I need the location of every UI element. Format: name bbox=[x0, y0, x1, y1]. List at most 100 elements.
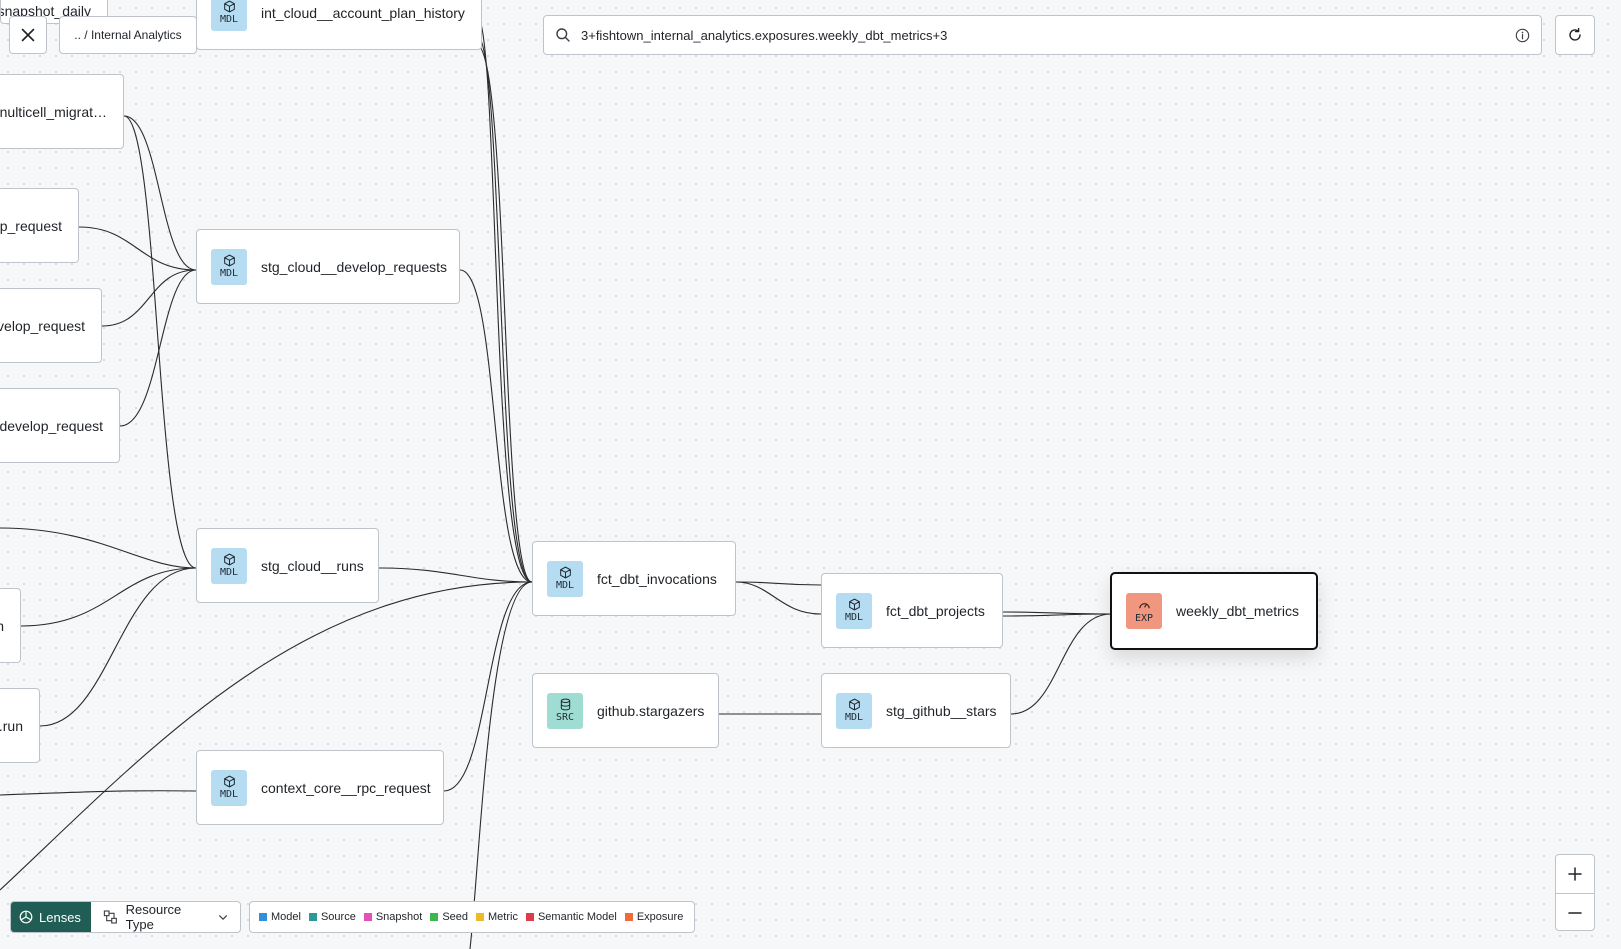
legend-label: Model bbox=[271, 911, 301, 923]
lineage-node-stg-cloud-runs[interactable]: MDL stg_cloud__runs bbox=[196, 528, 379, 603]
edge bbox=[1010, 613, 1112, 715]
node-label: stg_cloud__runs bbox=[261, 557, 364, 574]
edge bbox=[443, 581, 533, 792]
zoom-in-button[interactable] bbox=[1556, 855, 1594, 893]
cube-icon bbox=[223, 254, 235, 267]
edge bbox=[119, 269, 197, 427]
lineage-node-n[interactable]: n bbox=[0, 588, 21, 663]
lenses-label: Lenses bbox=[39, 909, 81, 925]
lineage-node-context-core-rpc-request[interactable]: MDL context_core__rpc_request bbox=[196, 750, 444, 825]
legend-label: Seed bbox=[442, 911, 469, 923]
node-label: op_request bbox=[0, 217, 62, 234]
badge-text: EXP bbox=[1134, 612, 1154, 624]
model-badge: MDL bbox=[211, 248, 247, 285]
node-label: velop_request bbox=[0, 317, 85, 334]
edge bbox=[101, 269, 197, 327]
node-label: fct_dbt_invocations bbox=[597, 570, 717, 587]
node-label: nulticell_migrat… bbox=[0, 103, 107, 120]
model-badge: MDL bbox=[836, 692, 872, 729]
model-badge: MDL bbox=[836, 592, 872, 629]
legend-label: Metric bbox=[488, 911, 518, 923]
cube-icon bbox=[223, 775, 235, 788]
search-icon bbox=[556, 28, 570, 42]
edge bbox=[475, 13, 533, 583]
close-button[interactable] bbox=[9, 16, 47, 54]
lenses-button[interactable]: Lenses bbox=[11, 902, 91, 932]
resource-type-icon bbox=[103, 910, 117, 924]
cube-icon bbox=[848, 698, 860, 711]
lineage-node-velop-request[interactable]: velop_request bbox=[0, 288, 102, 363]
legend-label: Source bbox=[320, 911, 356, 923]
badge-text: SRC bbox=[555, 712, 575, 723]
legend-label: Semantic Model bbox=[537, 911, 617, 923]
node-label: github.stargazers bbox=[597, 702, 705, 719]
badge-text: MDL bbox=[219, 789, 239, 800]
edge bbox=[459, 269, 533, 583]
cube-icon bbox=[848, 598, 860, 611]
edge bbox=[20, 567, 197, 627]
edge bbox=[123, 115, 197, 569]
node-label: int_cloud__account_plan_history bbox=[261, 4, 465, 21]
lineage-node-int-cloud-account-plan-history[interactable]: MDL int_cloud__account_plan_history bbox=[196, 0, 482, 50]
lineage-search-bar[interactable] bbox=[543, 15, 1542, 55]
lineage-node-run[interactable]: .run bbox=[0, 688, 40, 763]
minus-icon bbox=[1568, 912, 1582, 914]
lens-bar: Lenses Resource Type bbox=[10, 901, 241, 933]
exposure-badge: EXP bbox=[1126, 593, 1162, 629]
search-input[interactable] bbox=[581, 27, 1505, 43]
chevron-down-icon bbox=[218, 914, 227, 920]
badge-text: MDL bbox=[219, 567, 239, 578]
lineage-node-fct-dbt-projects[interactable]: MDL fct_dbt_projects bbox=[821, 573, 1003, 648]
lineage-node-stg-cloud-develop-requests[interactable]: MDL stg_cloud__develop_requests bbox=[196, 229, 460, 304]
lineage-node-develop-request[interactable]: .develop_request bbox=[0, 388, 120, 463]
edge bbox=[735, 581, 822, 586]
lineage-node-stg-github-stars[interactable]: MDL stg_github__stars bbox=[821, 673, 1011, 748]
resource-type-select[interactable]: Resource Type bbox=[91, 902, 240, 932]
node-label: .run bbox=[0, 717, 23, 734]
breadcrumb[interactable]: .. / Internal Analytics bbox=[59, 16, 197, 54]
legend-item-seed: Seed bbox=[430, 911, 468, 923]
legend-item-metric: Metric bbox=[476, 911, 518, 923]
model-badge: MDL bbox=[211, 547, 247, 584]
cube-icon bbox=[223, 0, 235, 13]
cube-icon bbox=[559, 566, 571, 579]
database-icon bbox=[560, 698, 570, 711]
refresh-icon bbox=[1569, 27, 1581, 41]
node-label: snapshot_daily bbox=[0, 3, 91, 19]
lineage-node-op-request[interactable]: op_request bbox=[0, 188, 79, 263]
resource-type-label: Resource Type bbox=[125, 902, 182, 932]
refresh-button[interactable] bbox=[1555, 15, 1595, 55]
node-label: stg_cloud__develop_requests bbox=[261, 258, 448, 275]
legend-item-semantic-model: Semantic Model bbox=[525, 911, 617, 923]
edge bbox=[1002, 613, 1112, 617]
legend-swatch bbox=[476, 913, 485, 921]
legend-item-snapshot: Snapshot bbox=[363, 911, 422, 923]
lineage-node-weekly-dbt-metrics[interactable]: EXP weekly_dbt_metrics bbox=[1110, 572, 1318, 650]
lineage-node-github-stargazers[interactable]: SRC github.stargazers bbox=[532, 673, 719, 748]
lineage-node-multicell[interactable]: nulticell_migrat… bbox=[0, 74, 124, 149]
badge-text: MDL bbox=[219, 268, 239, 279]
edge bbox=[0, 581, 533, 891]
node-label: context_core__rpc_request bbox=[261, 779, 431, 796]
node-label: fct_dbt_projects bbox=[886, 602, 985, 619]
lineage-node-snapshot-daily[interactable]: snapshot_daily bbox=[0, 0, 108, 24]
source-badge: SRC bbox=[547, 692, 583, 729]
edge bbox=[78, 226, 197, 271]
edge bbox=[39, 567, 197, 727]
badge-text: MDL bbox=[844, 712, 864, 723]
badge-text: MDL bbox=[844, 612, 864, 623]
lineage-node-fct-dbt-invocations[interactable]: MDL fct_dbt_invocations bbox=[532, 541, 736, 616]
breadcrumb-text: .. / Internal Analytics bbox=[74, 28, 182, 42]
node-label: n bbox=[0, 618, 4, 634]
info-icon[interactable] bbox=[1515, 28, 1530, 43]
node-label: weekly_dbt_metrics bbox=[1176, 603, 1299, 619]
resource-type-legend: Model Source Snapshot Seed Metric Semant… bbox=[249, 901, 695, 933]
edge bbox=[469, 581, 533, 949]
legend-swatch bbox=[363, 913, 372, 921]
zoom-controls bbox=[1555, 854, 1595, 931]
node-label: stg_github__stars bbox=[886, 702, 997, 719]
legend-label: Exposure bbox=[636, 911, 684, 923]
zoom-out-button[interactable] bbox=[1556, 893, 1594, 932]
badge-text: MDL bbox=[219, 14, 239, 25]
